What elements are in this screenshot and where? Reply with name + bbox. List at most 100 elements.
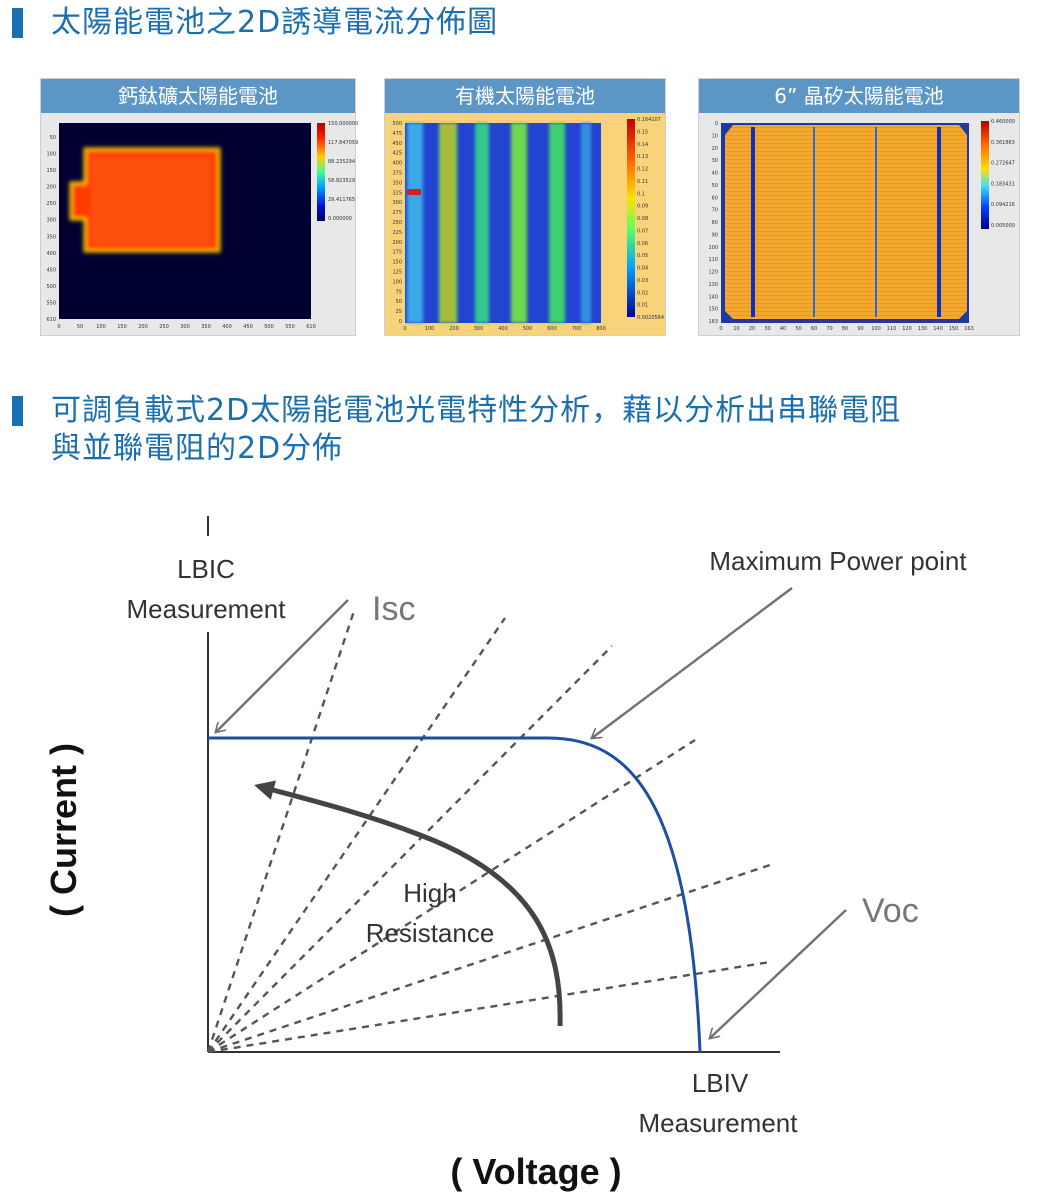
colorbar-labels: 0.1641070.150.140.130.120.110.10.090.080… bbox=[637, 117, 664, 321]
colorbar-label: 0.005000 bbox=[991, 223, 1015, 229]
high-resistance-label-line2: Resistance bbox=[366, 918, 495, 948]
tick-label: 475 bbox=[392, 131, 402, 137]
tick-label: 90 bbox=[857, 326, 863, 332]
tick-label: 0 bbox=[403, 326, 406, 332]
tick-label: 250 bbox=[46, 201, 56, 207]
tick-label: 30 bbox=[764, 326, 770, 332]
tick-label: 300 bbox=[180, 324, 190, 330]
tick-label: 325 bbox=[392, 190, 402, 196]
colorbar bbox=[317, 123, 325, 221]
colorbar bbox=[627, 119, 635, 317]
x-axis-label: ( Voltage ) bbox=[450, 1151, 621, 1192]
tick-label: 163 bbox=[708, 319, 718, 325]
tick-label: 25 bbox=[396, 309, 402, 315]
y-axis-label: ( Current ) bbox=[43, 743, 84, 917]
tick-label: 130 bbox=[918, 326, 928, 332]
tick-label: 350 bbox=[201, 324, 211, 330]
panel-title-perovskite: 鈣鈦礦太陽能電池 bbox=[41, 79, 355, 113]
tick-label: 100 bbox=[46, 152, 56, 158]
colorbar-label: 0.09 bbox=[637, 204, 648, 210]
finger-line bbox=[813, 127, 815, 317]
section-title-1: 太陽能電池之2D誘導電流分佈圖 bbox=[51, 5, 499, 40]
tick-label: 275 bbox=[392, 210, 402, 216]
tick-label: 100 bbox=[425, 326, 435, 332]
load-lines bbox=[206, 607, 771, 1054]
tick-label: 175 bbox=[392, 250, 402, 256]
colorbar-labels: 0.4600000.3618630.2726470.1834310.094216… bbox=[991, 119, 1015, 229]
tick-label: 70 bbox=[826, 326, 832, 332]
tick-label: 20 bbox=[749, 326, 755, 332]
tick-label: 100 bbox=[96, 324, 106, 330]
load-line bbox=[207, 738, 696, 1054]
tick-label: 60 bbox=[811, 326, 817, 332]
tick-label: 80 bbox=[842, 326, 848, 332]
tick-label: 450 bbox=[46, 267, 56, 273]
tick-label: 100 bbox=[708, 245, 718, 251]
busbar-line bbox=[937, 127, 941, 317]
colorbar-label: 0.094216 bbox=[991, 202, 1015, 208]
tick-label: 110 bbox=[708, 257, 718, 263]
load-line bbox=[207, 617, 506, 1053]
section-heading-2: 可調負載式2D太陽能電池光電特性分析，藉以分析出串聯電阻 與並聯電阻的2D分佈 bbox=[12, 392, 901, 468]
lbic-label-line2: Measurement bbox=[127, 594, 287, 624]
iv-curve-diagram: LBIC Measurement Isc Maximum Power point… bbox=[43, 516, 967, 1192]
tick-label: 450 bbox=[243, 324, 253, 330]
colorbar-label: 0.07 bbox=[637, 228, 648, 234]
tick-label: 800 bbox=[596, 326, 606, 332]
tick-label: 50 bbox=[712, 183, 718, 189]
load-line bbox=[207, 960, 771, 1054]
tick-label: 425 bbox=[392, 151, 402, 157]
tick-label: 60 bbox=[712, 195, 718, 201]
heading-bullet bbox=[12, 8, 23, 38]
hotspot-mark bbox=[407, 189, 421, 195]
lbiv-label-line2: Measurement bbox=[639, 1108, 799, 1138]
tick-label: 375 bbox=[392, 171, 402, 177]
tick-label: 125 bbox=[392, 270, 402, 276]
mpp-pointer-arrow bbox=[592, 587, 793, 738]
finger-line bbox=[875, 127, 877, 317]
busbar-line bbox=[751, 127, 755, 317]
colorbar-label: 88.235294 bbox=[328, 159, 355, 165]
tick-label: 550 bbox=[46, 300, 56, 306]
tick-label: 400 bbox=[392, 161, 402, 167]
colorbar-label: 0.1 bbox=[637, 191, 645, 197]
section-heading-1: 太陽能電池之2D誘導電流分佈圖 bbox=[12, 4, 498, 42]
high-resistance-arrow bbox=[254, 780, 563, 1027]
voc-pointer-arrow bbox=[710, 909, 847, 1038]
colorbar-label: 0.02 bbox=[637, 290, 648, 296]
colorbar-label: 58.823529 bbox=[328, 178, 355, 184]
lbic-label: LBIC bbox=[177, 554, 235, 584]
tick-label: 40 bbox=[780, 326, 786, 332]
colorbar-label: 0.01 bbox=[637, 303, 648, 309]
colorbar-label: 0.06 bbox=[637, 241, 648, 247]
colorbar-label: 150.000000 bbox=[328, 121, 358, 127]
tick-label: 300 bbox=[392, 200, 402, 206]
tick-label: 40 bbox=[712, 171, 718, 177]
load-line bbox=[206, 607, 357, 1053]
organic-heatmap: 5004754504254003753503253002752502252001… bbox=[392, 117, 664, 332]
tick-label: 163 bbox=[964, 326, 974, 332]
tick-label: 300 bbox=[46, 218, 56, 224]
tick-label: 200 bbox=[449, 326, 459, 332]
colorbar-label: 0.05 bbox=[637, 253, 648, 259]
load-line bbox=[207, 863, 771, 1054]
colorbar-label: 0.14 bbox=[637, 142, 648, 148]
heatmap-stripes bbox=[407, 123, 591, 323]
tick-label: 100 bbox=[871, 326, 881, 332]
tick-label: 610 bbox=[306, 324, 316, 330]
tick-label: 50 bbox=[396, 299, 402, 305]
heading-bullet bbox=[12, 396, 23, 426]
tick-label: 10 bbox=[733, 326, 739, 332]
tick-label: 300 bbox=[474, 326, 484, 332]
tick-label: 400 bbox=[222, 324, 232, 330]
tick-label: 0 bbox=[399, 319, 402, 325]
colorbar-label: 0.361863 bbox=[991, 140, 1015, 146]
heatmap-background bbox=[405, 123, 601, 323]
tick-label: 75 bbox=[396, 289, 402, 295]
high-resistance-label: High bbox=[403, 878, 456, 908]
y-tick-labels: 5004754504254003753503253002752502252001… bbox=[392, 121, 402, 325]
